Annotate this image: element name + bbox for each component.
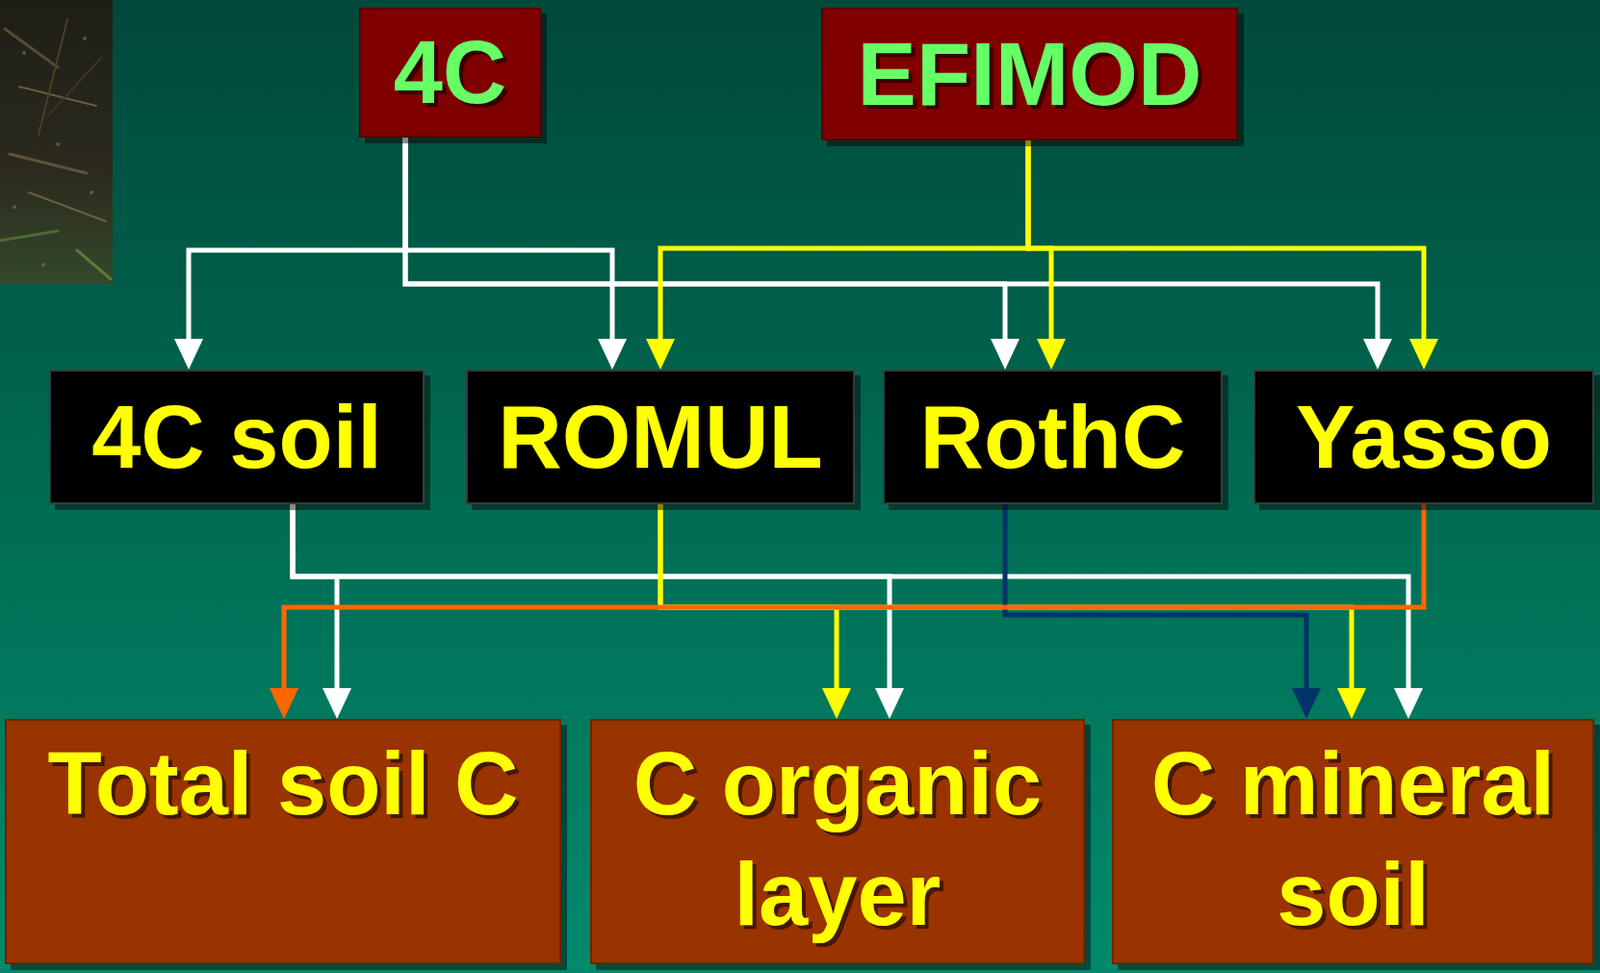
box-label: Total soil C: [48, 728, 519, 840]
arrowhead: [269, 688, 299, 720]
connector-line: [405, 137, 1006, 341]
connector-arrow: [660, 504, 1367, 720]
connector-line: [660, 504, 837, 691]
soil-model-box: Yasso: [1253, 369, 1595, 505]
box-label: Yasso: [1295, 382, 1552, 493]
connector-line: [405, 137, 613, 341]
soil-model-box: RothC: [882, 369, 1223, 505]
box-label: C mineral soil: [1127, 728, 1579, 951]
arrowhead: [990, 338, 1020, 370]
box-label: EFIMOD: [857, 19, 1203, 130]
connector-arrow: [405, 137, 1393, 370]
arrowhead: [1036, 338, 1066, 370]
box-label: RothC: [920, 382, 1187, 493]
arrowhead: [875, 688, 904, 720]
connector-line: [405, 137, 1378, 341]
output-box: C mineral soil: [1111, 719, 1595, 965]
connector-arrow: [292, 504, 904, 720]
connector-arrow: [405, 137, 627, 370]
arrowhead: [1337, 688, 1367, 720]
connector-line: [1005, 504, 1307, 691]
arrowhead: [597, 338, 627, 370]
model-box: 4C: [359, 7, 542, 138]
arrowhead: [1393, 688, 1423, 720]
connector-line: [188, 137, 406, 341]
forest-floor-photo: [0, 0, 113, 284]
connector-arrow: [645, 140, 1029, 370]
connector-line: [283, 504, 1424, 691]
connector-arrow: [1005, 504, 1321, 720]
arrowhead: [1409, 338, 1439, 370]
box-label: ROMUL: [497, 382, 823, 493]
connector-line: [292, 504, 1409, 691]
connector-arrow: [174, 137, 406, 370]
arrowhead: [174, 338, 204, 370]
connector-arrow: [292, 504, 1423, 720]
connector-line: [1028, 140, 1052, 341]
connector-arrow: [1028, 140, 1066, 370]
connector-arrow: [1028, 140, 1439, 370]
soil-model-box: ROMUL: [465, 369, 855, 505]
box-label: C organic layer: [605, 728, 1070, 951]
soil-model-box: 4C soil: [49, 369, 425, 505]
output-box: C organic layer: [590, 719, 1085, 965]
connector-line: [660, 140, 1029, 341]
arrowhead: [645, 338, 675, 370]
connector-arrow: [292, 504, 352, 720]
connector-arrow: [269, 504, 1424, 720]
arrowhead: [1363, 338, 1393, 370]
box-label: 4C: [393, 17, 508, 129]
arrowhead: [822, 688, 852, 720]
box-label: 4C soil: [91, 382, 383, 493]
connector-arrow: [405, 137, 1020, 370]
connector-line: [660, 504, 1352, 691]
connector-line: [292, 504, 337, 691]
connector-arrow: [660, 504, 852, 720]
output-box: Total soil C: [4, 719, 562, 965]
connector-line: [292, 504, 890, 691]
model-box: EFIMOD: [821, 7, 1239, 141]
connector-line: [1028, 140, 1424, 341]
arrowhead: [322, 688, 352, 720]
arrowhead: [1291, 688, 1321, 720]
